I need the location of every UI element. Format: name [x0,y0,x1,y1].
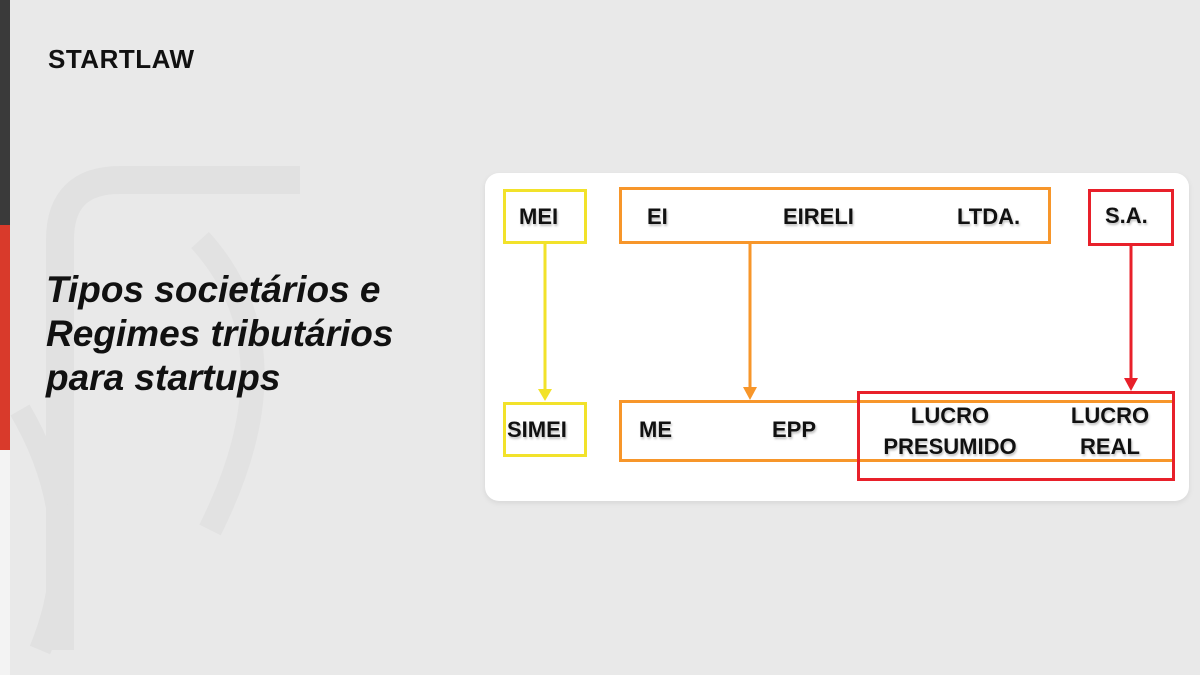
label-eireli: EIRELI [783,204,854,229]
page-headline: Tipos societários e Regimes tributários … [46,268,393,400]
company-types-box [619,187,1051,244]
arrow-company-me-head [743,387,757,400]
side-accent-dark [0,0,10,225]
label-me: ME [639,417,672,442]
simei-box [503,402,587,457]
label-sa: S.A. [1105,203,1148,228]
mei-box [503,189,587,244]
label-lucro-presumido: LUCRO PRESUMIDO [867,400,1033,462]
side-accent-red [0,225,10,450]
label-lucro-presumido-line-1: LUCRO [910,403,990,428]
arrow-sa-lucro-head [1124,378,1138,391]
label-ltda: LTDA. [957,204,1021,229]
lucro-box [857,391,1175,481]
label-lucro-real: LUCRO REAL [1055,400,1165,462]
label-simei: SIMEI [507,417,567,442]
headline-line-3: para startups [46,357,281,398]
headline-line-2: Regimes tributários [46,313,394,354]
label-lucro-real-line-1: LUCRO [1070,403,1150,428]
brand-logo-text: STARTLAW [48,44,195,74]
diagram-card: MEI EI EIRELI LTDA. S.A. SIMEI ME EPP LU… [485,173,1189,501]
sa-box [1088,189,1174,246]
headline-line-1: Tipos societários e [46,269,381,310]
label-epp: EPP [772,417,817,442]
label-ei: EI [647,204,668,229]
side-accent-light [0,450,10,675]
flow-arrows [538,244,1138,401]
logo-watermark [10,166,300,655]
arrow-mei-simei-head [538,389,552,401]
label-lucro-real-line-2: REAL [1080,434,1140,459]
label-mei: MEI [519,204,559,229]
label-lucro-presumido-line-2: PRESUMIDO [883,434,1017,459]
